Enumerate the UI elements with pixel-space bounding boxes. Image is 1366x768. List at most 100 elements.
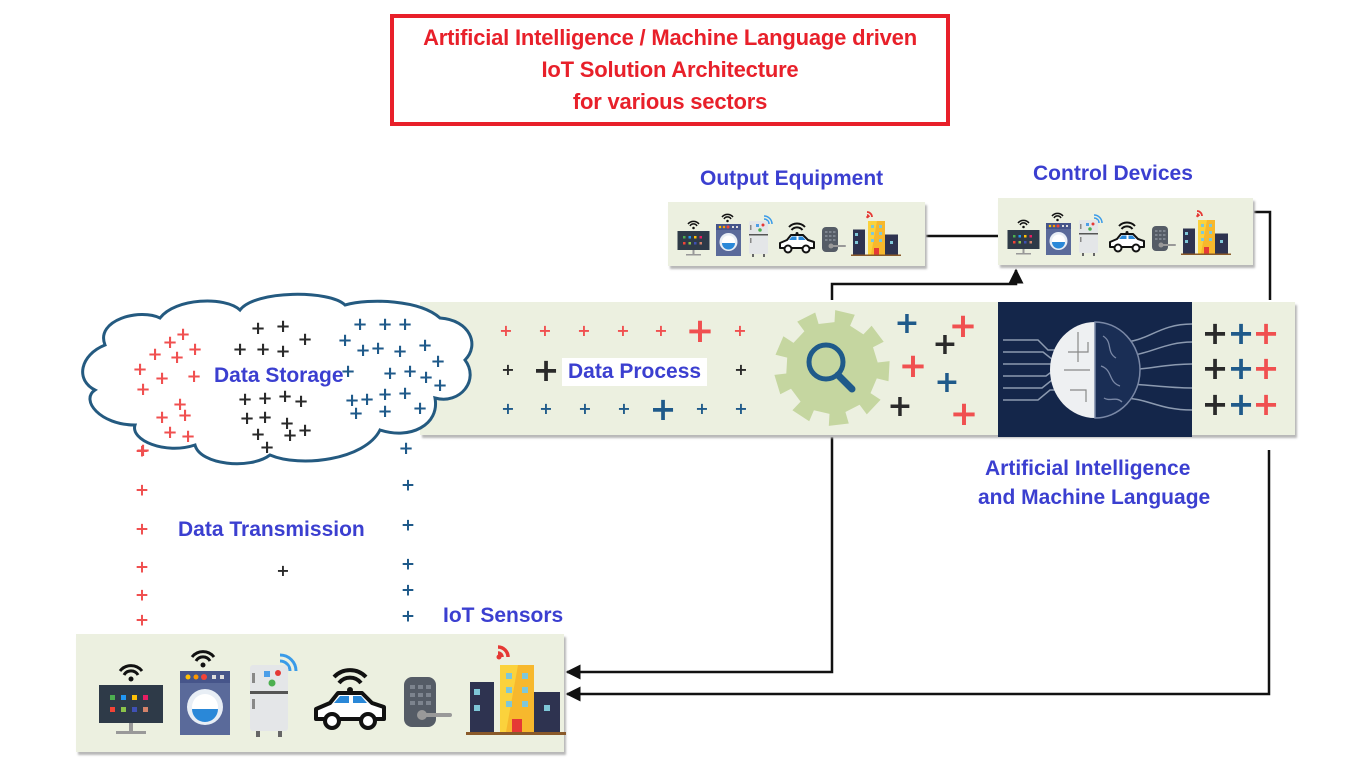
plus-symbol: + [532,351,560,389]
smart-lock-icon [1149,216,1179,261]
smart-lock-icon [819,217,849,262]
plus-symbol: + [894,306,920,341]
plus-symbol: + [337,330,353,351]
plus-symbol: + [1252,314,1280,352]
plus-symbol: + [279,413,295,434]
plus-symbol: + [1252,385,1280,423]
plus-symbol: + [398,438,414,459]
plus-symbol: + [616,321,630,340]
plus-symbol: + [397,383,413,404]
output-device-row [676,207,901,262]
plus-symbol: + [733,321,747,340]
plus-symbol: + [162,422,178,443]
plus-symbol: + [400,606,416,627]
brain-circuit-icon [1003,321,1193,419]
plus-symbol: + [355,340,371,361]
output-equipment-label: Output Equipment [700,167,884,190]
plus-symbol: + [649,390,677,428]
plus-symbol: + [539,399,553,418]
plus-symbol: + [257,388,273,409]
control-device-row [1006,206,1231,261]
plus-symbol: + [887,389,913,424]
refrigerator-icon [745,212,775,262]
plus-symbol: + [1201,314,1229,352]
plus-symbol: + [259,437,275,458]
plus-symbol: + [949,394,979,434]
sensor-device-row [96,637,566,742]
plus-symbol: + [180,426,196,447]
plus-symbol: + [172,394,188,415]
plus-symbol: + [538,321,552,340]
plus-symbol: + [250,424,266,445]
connected-car-icon [310,657,390,742]
plus-symbol: + [932,327,958,362]
plus-symbol: + [734,399,748,418]
ai-brain-panel [998,302,1193,437]
plus-symbol: + [501,360,515,379]
plus-symbol: + [734,360,748,379]
plus-symbol: + [695,399,709,418]
smart-lock-icon [398,657,458,742]
plus-symbol: + [1227,314,1255,352]
plus-symbol: + [370,338,386,359]
plus-symbol: + [132,359,148,380]
ai-ml-label-line1: Artificial Intelligence [985,457,1191,480]
plus-symbol: + [232,339,248,360]
plus-symbol: + [344,390,360,411]
plus-symbol: + [1201,385,1229,423]
title-line-2: IoT Solution Architecture [541,57,799,82]
control-devices-panel [998,198,1253,265]
plus-symbol: + [898,346,928,386]
iot-sensors-panel [76,634,566,752]
plus-symbol: + [654,321,668,340]
plus-symbol: + [400,580,416,601]
plus-symbol: + [134,585,150,606]
data-process-label: Data Process [562,358,708,386]
plus-symbol: + [257,407,273,428]
data-transmission-label: Data Transmission [178,518,365,541]
plus-symbol: + [934,365,960,400]
plus-symbol: + [1227,349,1255,387]
refrigerator-icon [1075,211,1105,261]
washing-machine-icon [713,212,743,262]
plus-symbol: + [1227,385,1255,423]
connector-process-sensors [565,437,834,680]
plus-symbol: + [400,475,416,496]
plus-symbol: + [352,314,368,335]
plus-symbol: + [377,401,393,422]
washing-machine-icon [174,647,234,742]
plus-symbol: + [135,440,151,461]
title-line-1: Artificial Intelligence / Machine Langua… [423,25,917,50]
smart-tv-icon [676,217,711,262]
plus-symbol: + [617,399,631,418]
plus-symbol: + [134,610,150,631]
plus-symbol: + [134,519,150,540]
plus-symbol: + [175,324,191,345]
smart-building-icon [1181,206,1231,261]
plus-symbol: + [134,480,150,501]
plus-symbol: + [402,361,418,382]
plus-symbol: + [418,367,434,388]
title-box: Artificial Intelligence / Machine Langua… [390,14,950,126]
plus-symbol: + [948,306,978,346]
title-line-3: for various sectors [572,89,768,114]
plus-symbol: + [377,384,393,405]
refrigerator-icon [242,647,302,742]
plus-symbol: + [187,339,203,360]
plus-symbol: + [417,335,433,356]
plus-symbol: + [169,347,185,368]
plus-symbol: + [1201,349,1229,387]
connector-control-ai [1254,210,1272,300]
plus-symbol: + [177,405,193,426]
ai-ml-label-line2: and Machine Language [978,486,1211,509]
plus-symbol: + [382,363,398,384]
plus-symbol: + [154,407,170,428]
plus-symbol: + [499,321,513,340]
plus-symbol: + [297,329,313,350]
connector-process-control [830,268,1024,300]
plus-symbol: + [275,316,291,337]
plus-symbol: + [293,391,309,412]
